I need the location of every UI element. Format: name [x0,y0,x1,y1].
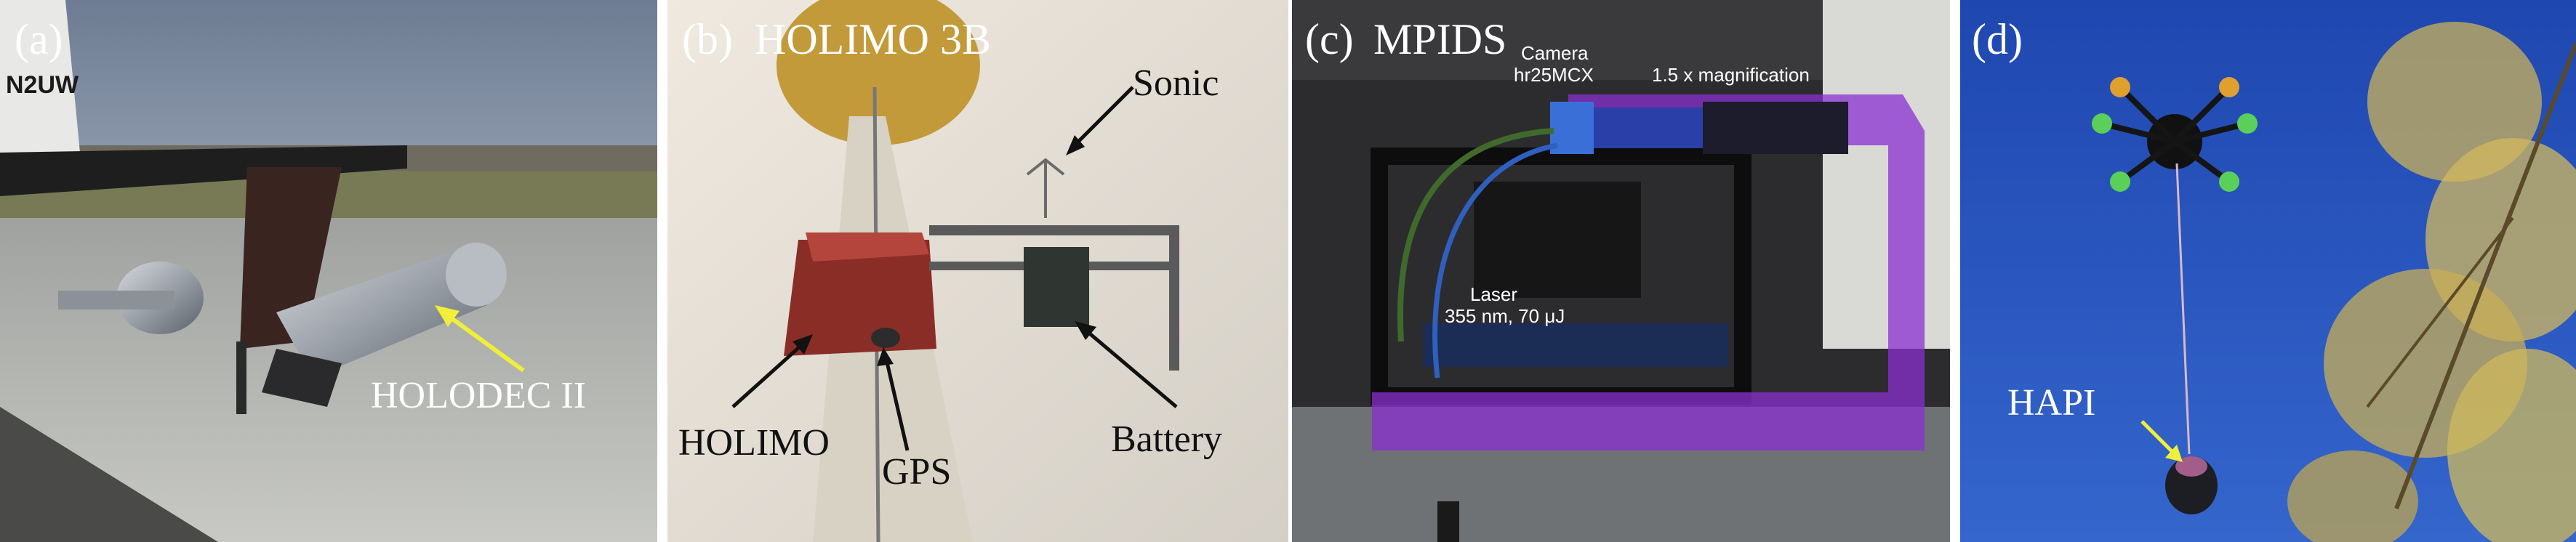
arrow-sonic-head [1066,135,1085,155]
yellow-arrow-line [442,310,525,373]
tail-number: N2UW [6,71,79,99]
hapi-label: HAPI [2007,382,2096,424]
aircraft-wing [0,145,407,196]
laser-label-line1: Laser [1470,283,1518,305]
mount-strut [236,341,246,414]
sonic-label: Sonic [1133,62,1219,104]
holodec-probe-tip [446,243,507,307]
sonic-anemometer [1026,158,1065,176]
cable-green [1397,128,1554,342]
panel-a-photo: N2UW [0,0,657,542]
panel-a: N2UW (a) HOLODEC II [0,0,657,542]
lab-cabinet [1823,0,1950,349]
holimo-box-top [806,232,929,262]
hapi-payload-top [2175,456,2207,477]
laser-unit [1423,323,1728,367]
arrow-gps [883,355,910,451]
holimo-label: HOLIMO [678,422,830,464]
pylon [240,167,342,349]
arrow-battery [1080,325,1178,408]
yellow-arrow-head [2165,445,2183,462]
magnifier-tube [1703,102,1848,154]
panel-b: (b) HOLIMO 3B Sonic HOLIMO GPS Battery [667,0,1288,542]
arrow-holimo-head [793,334,813,355]
holodec-probe-body [276,247,487,378]
aircraft-fuselage [0,0,80,167]
arrow-sonic [1073,86,1134,147]
panel-d: (d) HAPI [1960,0,2576,542]
panel-label-a: (a) [15,15,63,63]
holodec-label: HOLODEC II [371,375,587,416]
yellow-arrow-line [2140,420,2178,458]
holodec-arm [262,349,342,407]
tether [2175,163,2191,455]
camera-lens [1594,108,1703,148]
gps-label: GPS [882,451,952,493]
truss-end [1169,225,1179,371]
battery-pack [1024,247,1089,327]
truss-top [929,225,1176,235]
table-post [1437,501,1459,542]
arrow-battery-head [1075,321,1096,340]
tree-foliage [2287,22,2576,542]
panel-label-c: (c) [1305,15,1354,63]
panel-d-photo [1960,0,2576,542]
gps-unit [871,328,900,348]
balloon-envelope [667,0,1288,542]
arrow-holimo [731,340,807,408]
probe-arm-left [58,291,174,310]
yellow-arrow-head [435,305,460,327]
purple-frame [1372,94,1925,450]
battery-label: Battery [1111,418,1223,460]
panel-b-photo [667,0,1288,542]
laser-label-line2: 355 nm, 70 μJ [1445,305,1565,327]
drone [2092,77,2258,192]
camera-label-line2: hr25MCX [1514,64,1594,86]
panel-c-photo [1292,0,1950,542]
balloon-opening [777,0,980,145]
panel-title-b: HOLIMO 3B [755,15,991,63]
panel-label-b: (b) [682,15,733,63]
holimo-box [784,240,936,356]
magnification-label: 1.5 x magnification [1652,64,1810,86]
panel-label-d: (d) [1972,15,2023,63]
cable-blue [1432,142,1558,379]
panel-title-c: MPIDS [1373,15,1507,63]
wing-shadow [0,407,218,542]
arrow-gps-head [877,347,894,366]
frame-mesh [1474,182,1641,298]
camera-label-line1: Camera [1521,42,1589,64]
panel-c: (c) MPIDS Camera hr25MCX 1.5 x magnifica… [1292,0,1950,542]
